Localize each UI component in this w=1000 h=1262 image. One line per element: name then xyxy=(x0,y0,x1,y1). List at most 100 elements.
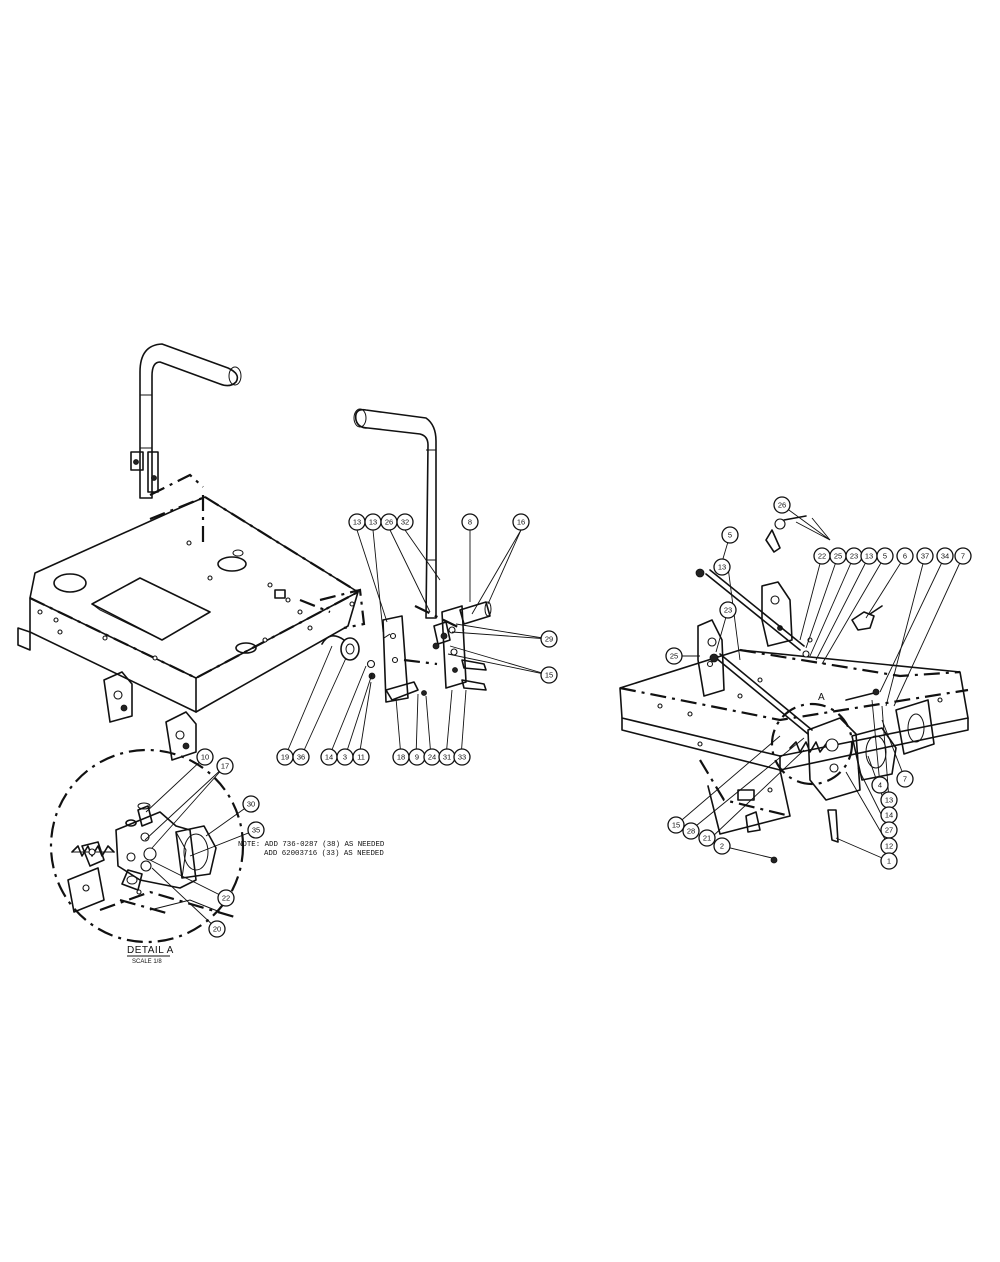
callout-bubble: 27 xyxy=(880,821,898,839)
callout-bubble: 17 xyxy=(216,757,234,775)
svg-text:13: 13 xyxy=(353,518,361,527)
detail-scale: SCALE 1/8 xyxy=(132,959,162,965)
detail-a-view xyxy=(49,748,245,944)
callout-bubble: 26 xyxy=(773,496,791,514)
callout-bubble: 19 xyxy=(276,748,294,766)
callout-bubble: 5 xyxy=(721,526,739,544)
callout-bubble: 9 xyxy=(408,748,426,766)
callout-bubble: 7 xyxy=(954,547,972,565)
svg-text:21: 21 xyxy=(703,834,711,843)
callout-bubble: 30 xyxy=(242,795,260,813)
callout-bubble: 33 xyxy=(453,748,471,766)
svg-text:25: 25 xyxy=(834,552,842,561)
svg-text:16: 16 xyxy=(517,518,525,527)
detail-a-label: DETAIL A SCALE 1/8 xyxy=(127,945,174,965)
svg-text:22: 22 xyxy=(222,894,230,903)
svg-text:12: 12 xyxy=(885,842,893,851)
callout-bubble: 21 xyxy=(698,829,716,847)
callout-bubble: 23 xyxy=(845,547,863,565)
svg-text:14: 14 xyxy=(325,753,333,762)
svg-text:8: 8 xyxy=(468,518,472,527)
callout-bubble: 13 xyxy=(713,558,731,576)
callout-bubble: 2 xyxy=(713,837,731,855)
svg-text:13: 13 xyxy=(865,552,873,561)
svg-text:33: 33 xyxy=(458,753,466,762)
svg-text:11: 11 xyxy=(357,753,365,762)
callout-bubble: 15 xyxy=(667,816,685,834)
callout-bubble: 4 xyxy=(871,776,889,794)
callout-bubble: 15 xyxy=(540,666,558,684)
note-line-2: ADD 62003716 (33) AS NEEDED xyxy=(264,850,384,858)
callout-bubble: 31 xyxy=(438,748,456,766)
svg-text:34: 34 xyxy=(941,552,949,561)
svg-text:9: 9 xyxy=(415,753,419,762)
callout-bubble: 10 xyxy=(196,748,214,766)
note-line-1: NOTE: ADD 736-0287 (38) AS NEEDED xyxy=(238,841,385,849)
callout-bubble: 25 xyxy=(829,547,847,565)
callouts-left-assembly: 13 13 26 32 8 16 29 15 19 36 14 3 11 18 … xyxy=(276,513,558,766)
callout-bubble: 1 xyxy=(880,852,898,870)
svg-text:37: 37 xyxy=(921,552,929,561)
callout-bubble: 18 xyxy=(392,748,410,766)
svg-text:10: 10 xyxy=(201,753,209,762)
svg-text:28: 28 xyxy=(687,827,695,836)
svg-text:22: 22 xyxy=(818,552,826,561)
callout-bubble: 29 xyxy=(540,630,558,648)
callout-bubble: 25 xyxy=(665,647,683,665)
detail-a-marker: A xyxy=(818,692,825,703)
callout-bubble: 22 xyxy=(813,547,831,565)
callout-bubble: 26 xyxy=(380,513,398,531)
svg-text:26: 26 xyxy=(778,501,786,510)
svg-text:15: 15 xyxy=(672,821,680,830)
svg-text:7: 7 xyxy=(903,775,907,784)
callouts-detail: 10 17 30 35 22 20 xyxy=(196,748,265,938)
center-handle-assembly xyxy=(321,408,492,703)
svg-text:13: 13 xyxy=(718,563,726,572)
callout-bubble: 20 xyxy=(208,920,226,938)
callout-bubble: 7 xyxy=(896,770,914,788)
svg-text:1: 1 xyxy=(887,857,891,866)
callout-bubble: 13 xyxy=(364,513,382,531)
detail-title: DETAIL A xyxy=(127,945,174,956)
callout-bubble: 23 xyxy=(719,601,737,619)
svg-text:19: 19 xyxy=(281,753,289,762)
svg-text:3: 3 xyxy=(343,753,347,762)
svg-text:13: 13 xyxy=(885,796,893,805)
callout-bubble: 13 xyxy=(860,547,878,565)
svg-text:2: 2 xyxy=(720,842,724,851)
svg-text:31: 31 xyxy=(443,753,451,762)
svg-text:26: 26 xyxy=(385,518,393,527)
callout-bubble: 11 xyxy=(352,748,370,766)
svg-text:13: 13 xyxy=(369,518,377,527)
svg-text:36: 36 xyxy=(297,753,305,762)
svg-text:7: 7 xyxy=(961,552,965,561)
callout-bubble: 16 xyxy=(512,513,530,531)
callout-bubble: 35 xyxy=(247,821,265,839)
svg-text:23: 23 xyxy=(850,552,858,561)
callout-bubble: 12 xyxy=(880,837,898,855)
svg-text:20: 20 xyxy=(213,925,221,934)
callout-bubble: 34 xyxy=(936,547,954,565)
callout-bubble: 36 xyxy=(292,748,310,766)
callout-bubble: 14 xyxy=(880,806,898,824)
svg-text:35: 35 xyxy=(252,826,260,835)
svg-text:18: 18 xyxy=(397,753,405,762)
callout-bubble: 6 xyxy=(896,547,914,565)
assembly-note: NOTE: ADD 736-0287 (38) AS NEEDED ADD 62… xyxy=(238,841,385,858)
callout-bubble: 14 xyxy=(320,748,338,766)
callout-bubble: 22 xyxy=(217,889,235,907)
callout-bubble: 5 xyxy=(876,547,894,565)
svg-text:5: 5 xyxy=(883,552,887,561)
leader-lines xyxy=(144,504,964,930)
callout-bubble: 24 xyxy=(423,748,441,766)
svg-text:5: 5 xyxy=(728,531,732,540)
callouts-right-assembly: 26 5 22 25 23 13 5 6 37 34 7 13 23 25 4 … xyxy=(665,496,972,870)
svg-text:14: 14 xyxy=(885,811,893,820)
callout-bubble: 8 xyxy=(461,513,479,531)
svg-text:23: 23 xyxy=(724,606,732,615)
callout-bubble: 3 xyxy=(336,748,354,766)
svg-text:27: 27 xyxy=(885,826,893,835)
svg-text:32: 32 xyxy=(401,518,409,527)
svg-text:17: 17 xyxy=(221,762,229,771)
